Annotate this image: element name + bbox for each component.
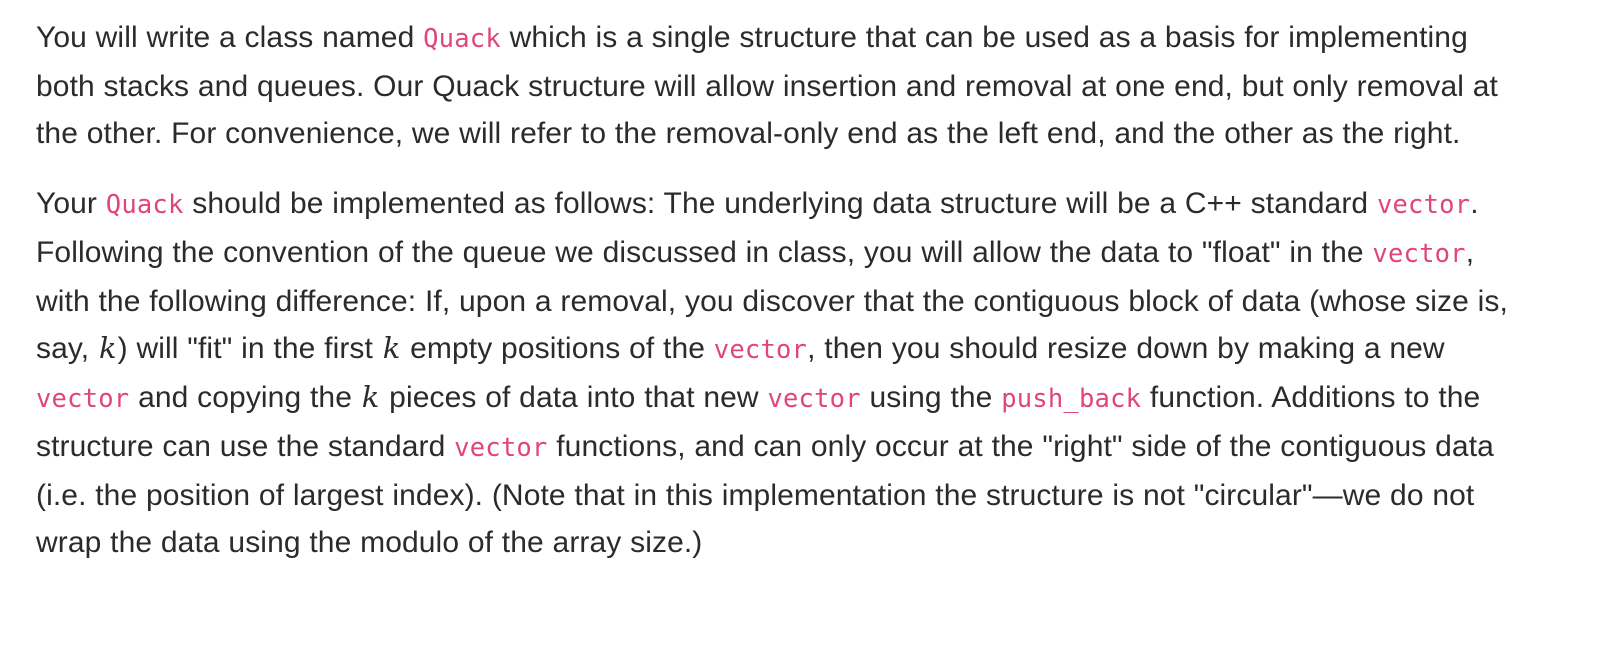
inline-code-vector: vector [767,384,861,414]
inline-code-vector: vector [36,384,130,414]
math-variable-k: k [382,331,401,365]
inline-code-quack: Quack [423,24,501,54]
paragraph-2: Your Quack should be implemented as foll… [36,180,1532,566]
body-text: function. Additions to the structure can… [36,381,1481,463]
body-text: which is a single structure that can be … [36,21,1498,150]
math-variable-k: k [361,380,380,414]
document-body: You will write a class named Quack which… [36,14,1532,566]
body-text: should be implemented as follows: The un… [183,187,1377,220]
inline-code-vector: vector [1376,190,1471,220]
body-text: functions, and can only occur at the "ri… [36,430,1494,559]
inline-code-vector: vector [1372,239,1466,269]
body-text: , then you should resize down by making … [807,332,1445,365]
body-text: using the [860,381,1002,414]
body-text: empty positions of the [401,332,714,365]
inline-code-vector: vector [454,433,548,463]
body-text: Your [36,187,106,220]
body-text: You will write a class named [36,21,424,54]
body-text: and copying the [129,381,361,414]
body-text: . Following the convention of the queue … [36,187,1479,269]
inline-code-vector: vector [713,335,808,365]
body-text: pieces of data into that new [380,381,768,414]
inline-code-quack: Quack [105,190,184,220]
body-text: , with the following difference: If, upo… [36,236,1508,365]
math-variable-k: k [98,331,117,365]
body-text: ) will "fit" in the first [117,332,382,365]
paragraph-1: You will write a class named Quack which… [36,14,1532,157]
inline-code-push-back: push_back [1001,384,1142,414]
